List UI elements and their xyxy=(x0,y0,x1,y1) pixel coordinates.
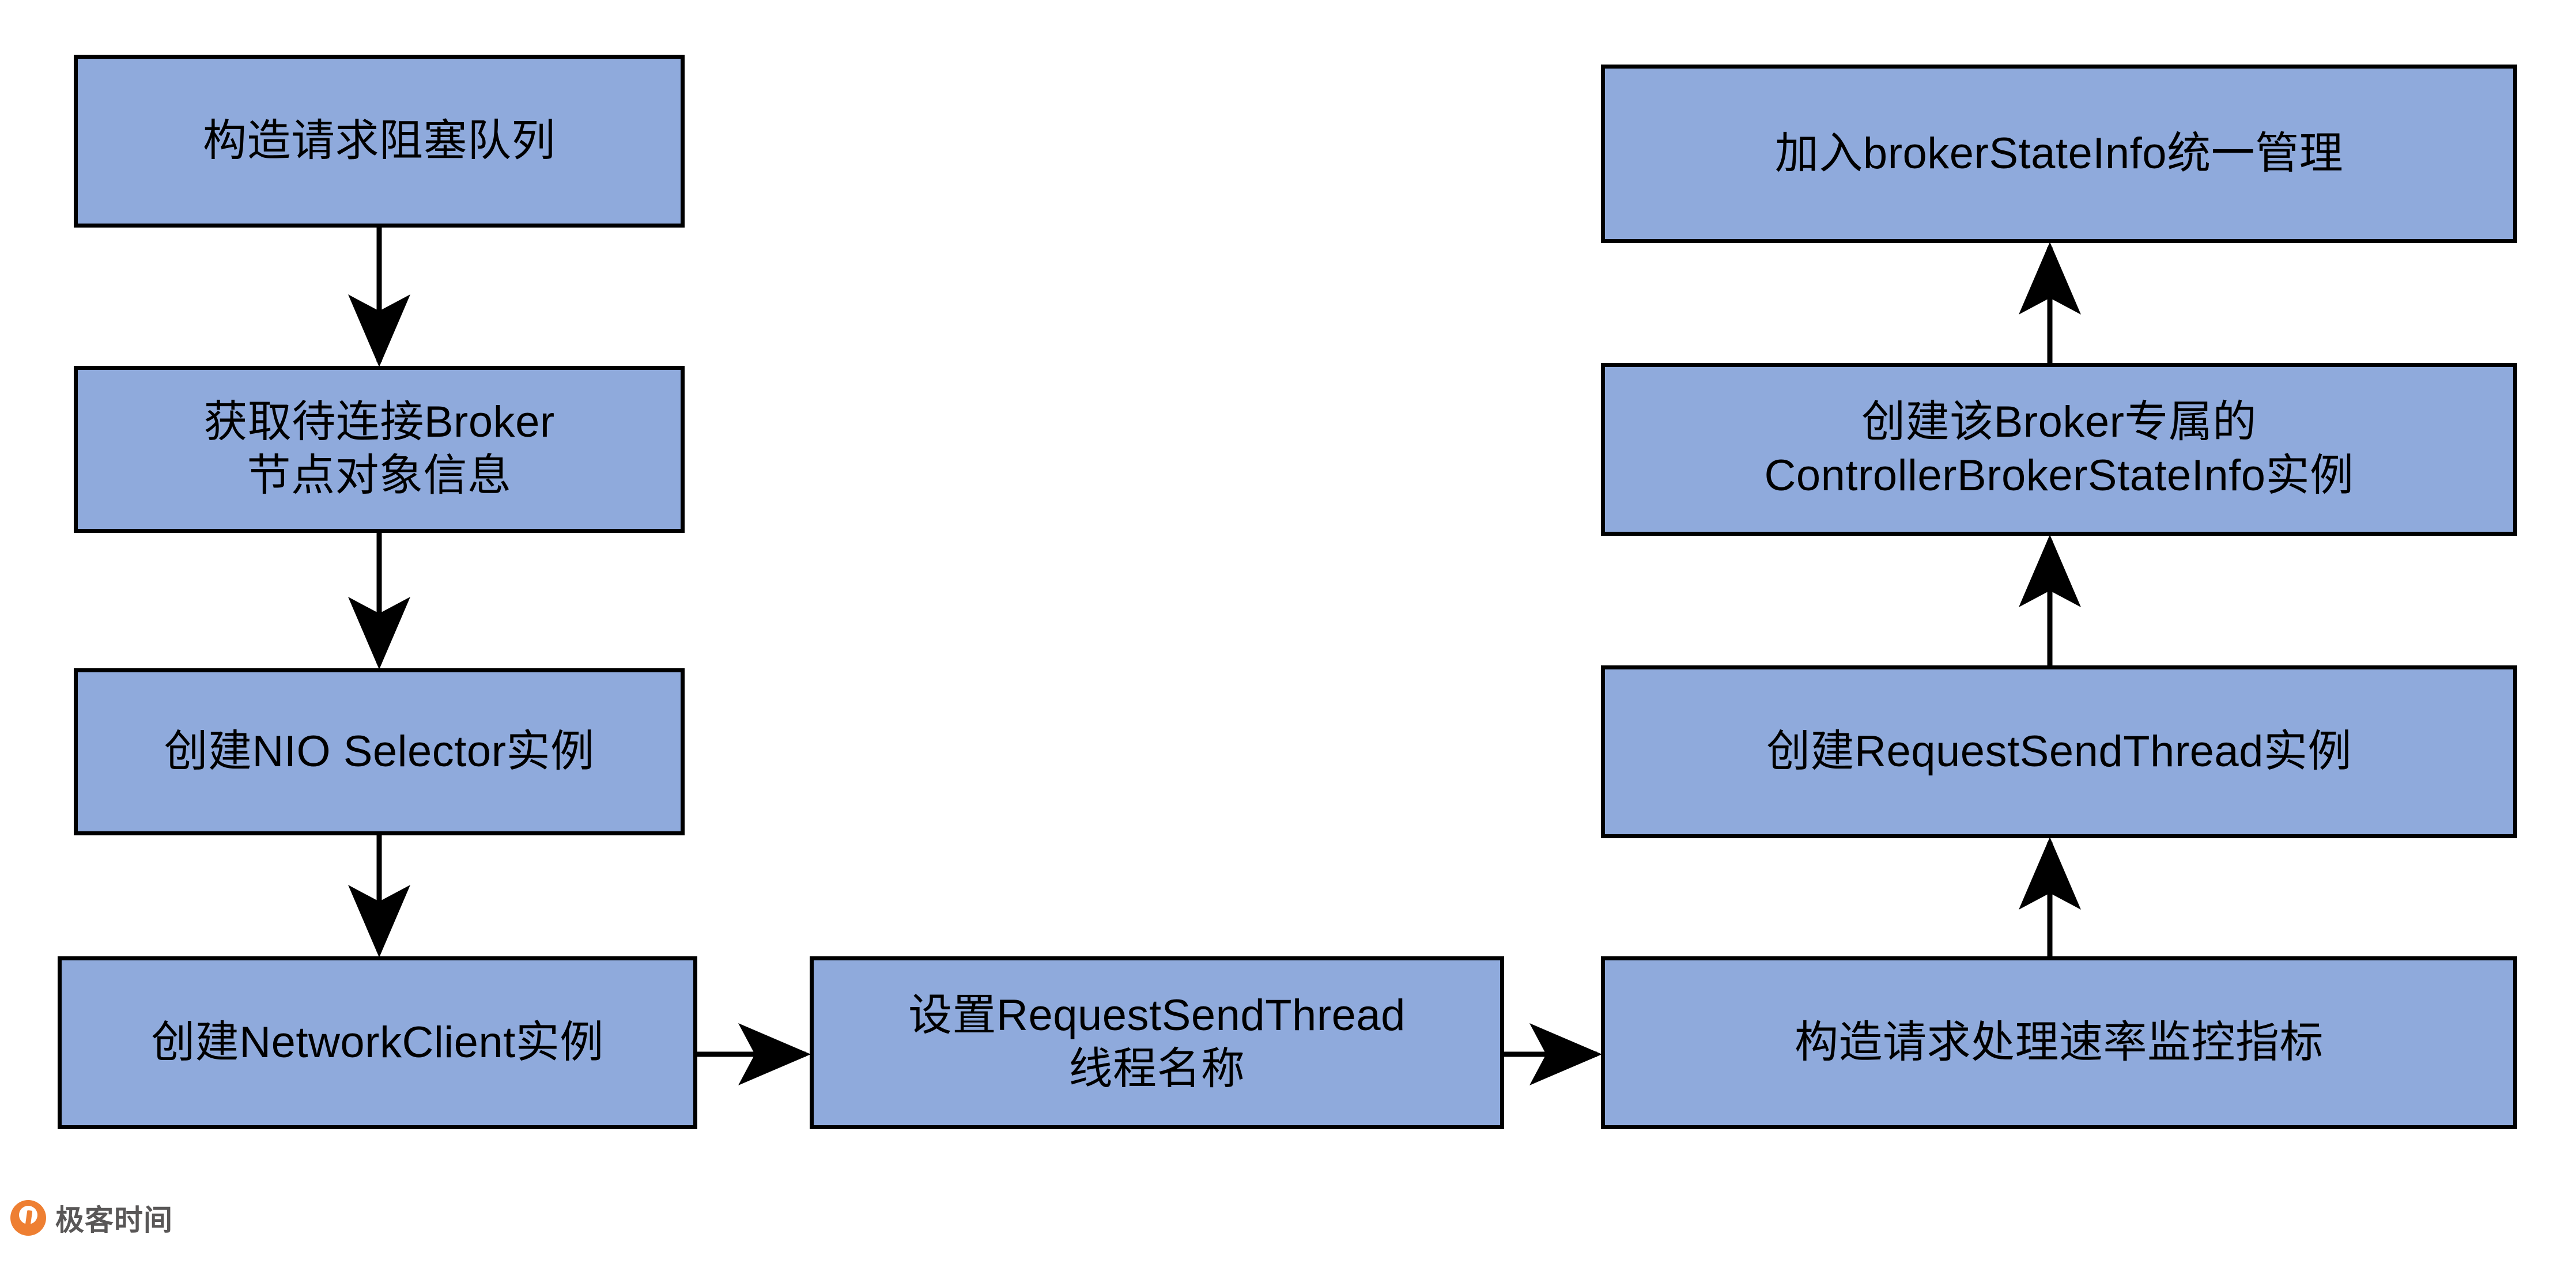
node-build-request-queue[interactable]: 构造请求阻塞队列 xyxy=(74,55,685,228)
node-get-broker-node-info[interactable]: 获取待连接Broker 节点对象信息 xyxy=(74,366,685,533)
node-create-controller-broker-state-info[interactable]: 创建该Broker专属的 ControllerBrokerStateInfo实例 xyxy=(1601,363,2517,536)
node-create-request-send-thread[interactable]: 创建RequestSendThread实例 xyxy=(1601,665,2517,838)
node-build-rate-metric[interactable]: 构造请求处理速率监控指标 xyxy=(1601,956,2517,1129)
geektime-logo-icon xyxy=(10,1200,46,1236)
node-set-thread-name[interactable]: 设置RequestSendThread 线程名称 xyxy=(810,956,1504,1129)
node-create-network-client[interactable]: 创建NetworkClient实例 xyxy=(58,956,697,1129)
node-create-nio-selector[interactable]: 创建NIO Selector实例 xyxy=(74,668,685,835)
watermark: 极客时间 xyxy=(10,1197,173,1239)
node-add-to-broker-state-info[interactable]: 加入brokerStateInfo统一管理 xyxy=(1601,65,2517,243)
watermark-brand-label: 极客时间 xyxy=(55,1204,173,1236)
